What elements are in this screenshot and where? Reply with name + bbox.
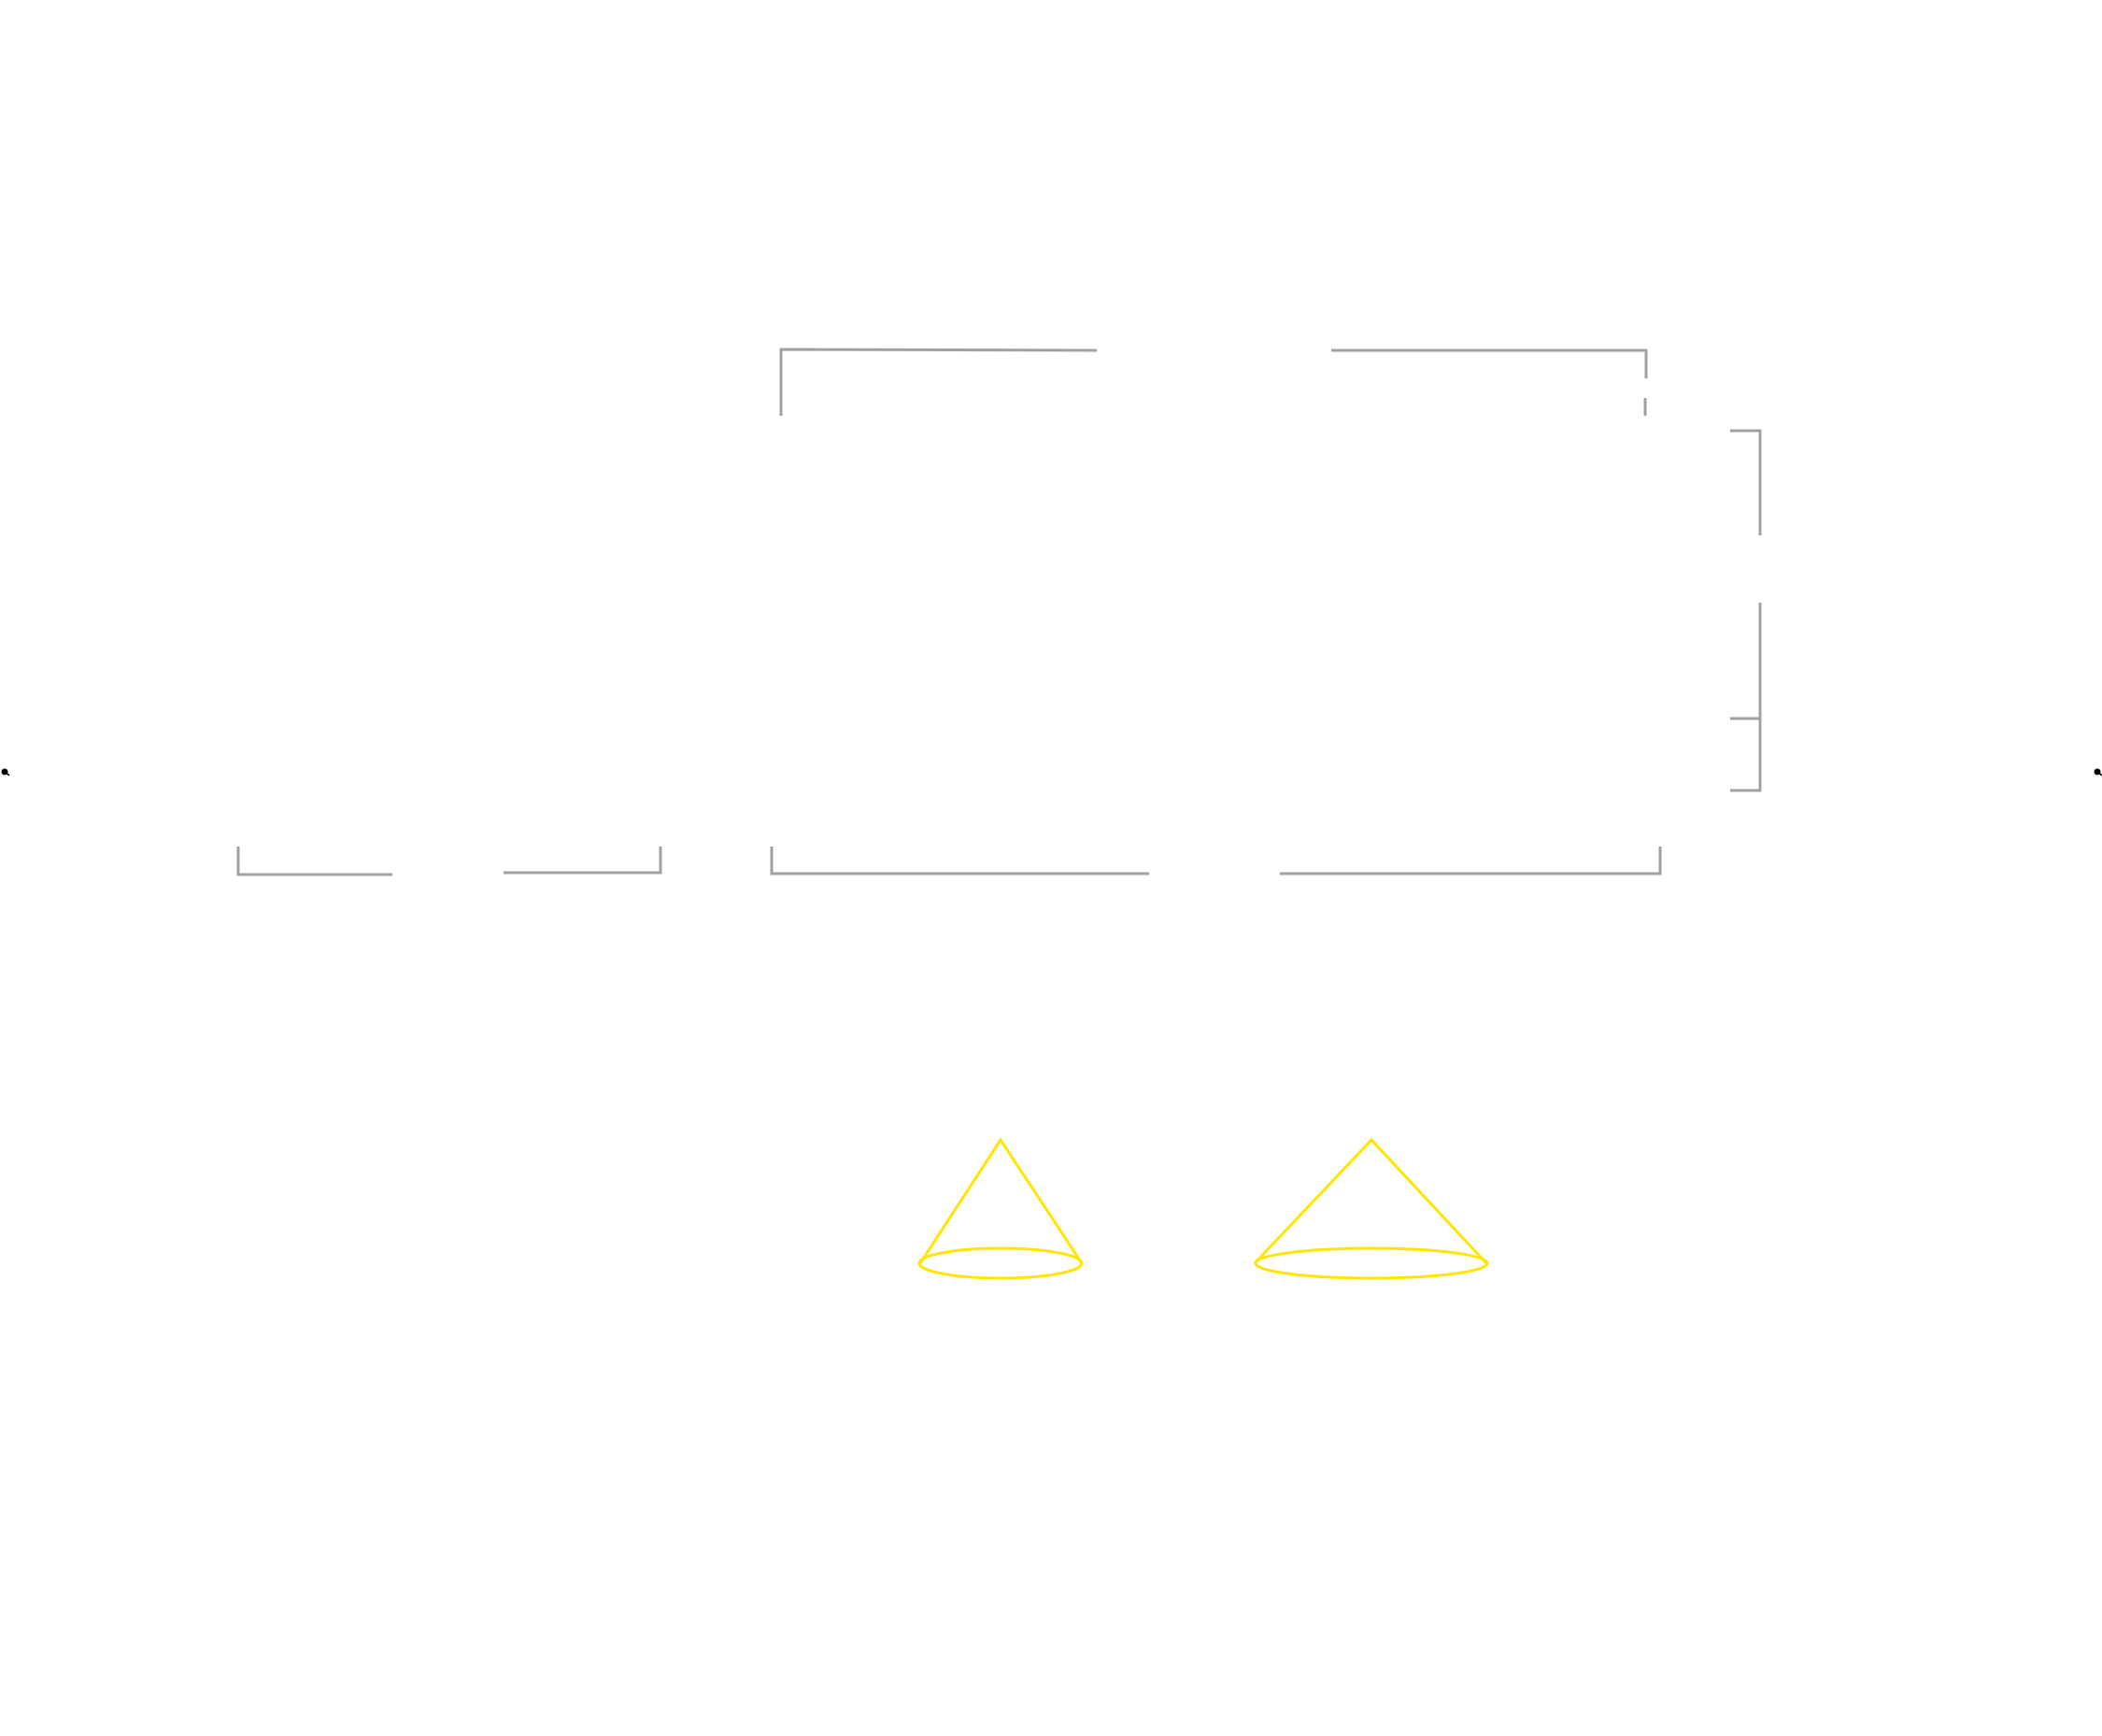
spotlight-cone-icon	[1253, 1137, 1489, 1280]
wall-left-bottom-a	[236, 847, 392, 876]
wall-top-left	[779, 348, 1098, 416]
wall-right-lower	[1730, 603, 1762, 792]
side-room-right	[1730, 429, 1762, 792]
wall-bottom-right	[1280, 847, 1662, 875]
wall-top-right	[1331, 349, 1648, 378]
light-right-cone	[1253, 1137, 1488, 1265]
wall-bottom-left	[770, 847, 1149, 875]
main-room	[770, 348, 1662, 875]
spotlight-cone-icon	[917, 1137, 1084, 1280]
wall-right-upper	[1730, 429, 1762, 535]
light-left-cone	[918, 1137, 1084, 1264]
light-left-base	[917, 1246, 1084, 1280]
side-room-left	[236, 847, 662, 876]
point-marker-icon	[1, 768, 10, 776]
light-right-base	[1254, 1246, 1489, 1280]
wall-left-bottom-b	[504, 847, 662, 875]
point-marker-icon	[2094, 768, 2102, 776]
